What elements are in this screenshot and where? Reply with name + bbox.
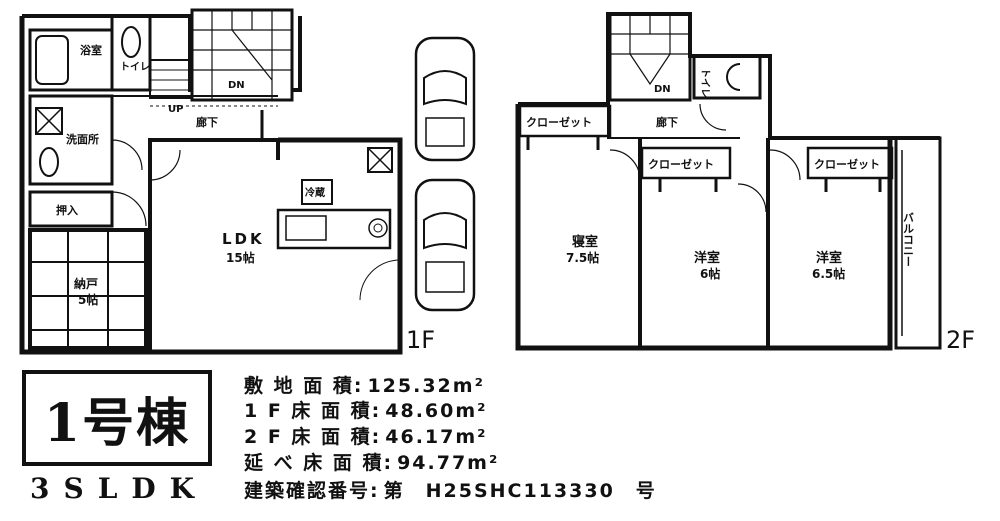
floor2-tag: 2F — [946, 326, 975, 354]
bedroom-size-label: 7.5帖 — [566, 250, 599, 265]
western1-name-label: 洋室 — [694, 250, 720, 266]
spec-label: 2 F 床 面 積: — [244, 426, 382, 448]
spec-value: 46.17m² — [385, 426, 488, 448]
floor2-plan — [515, 12, 942, 351]
bath-label: 浴室 — [80, 43, 102, 57]
toilet-label-1f: トイレ — [120, 61, 150, 73]
spec-value: 94.77m² — [397, 452, 500, 474]
spec-label: 建築確認番号: — [244, 480, 380, 502]
western2-name-label: 洋室 — [816, 250, 842, 266]
floor1-tag: 1F — [406, 326, 435, 354]
storage-name-label: 納戸 — [74, 276, 98, 291]
stair-down-label-2f: DN — [654, 84, 671, 95]
stair-up-label: UP — [168, 104, 183, 115]
hallway-label-2f: 廊下 — [656, 115, 678, 129]
spec-row-permit-number: 建築確認番号:第 H25SHC113330 号 — [244, 476, 657, 503]
stair-down-label-1f: DN — [228, 80, 245, 91]
floor1-plan — [19, 8, 403, 355]
storage-size-label: 5帖 — [78, 292, 98, 307]
spec-row-1f-area: 1 F 床 面 積:48.60m² — [244, 396, 487, 423]
bedroom-name-label: 寝室 — [572, 234, 598, 250]
spec-label: 敷 地 面 積: — [244, 375, 364, 397]
building-number-badge: 1号棟 — [22, 370, 212, 466]
closet-label-1: クローゼット — [526, 115, 592, 129]
closet-label-3: クローゼット — [814, 157, 880, 171]
closet-label-2: クローゼット — [648, 157, 714, 171]
spec-value: 第 H25SHC113330 号 — [383, 480, 657, 502]
balcony-label: バルコニー — [902, 212, 915, 267]
spec-value: 48.60m² — [385, 400, 488, 422]
fridge-label: 冷蔵 — [305, 186, 325, 199]
oshiire-label: 押入 — [56, 203, 78, 217]
ldk-size-label: 15帖 — [226, 250, 255, 265]
washroom-label: 洗面所 — [66, 132, 99, 146]
hallway-label-1f: 廊下 — [196, 115, 218, 129]
parking-car-bottom — [414, 178, 476, 312]
spec-value: 125.32m² — [367, 375, 485, 397]
western1-size-label: 6帖 — [700, 266, 720, 281]
spec-row-site-area: 敷 地 面 積:125.32m² — [244, 371, 485, 398]
building-title: 1号棟 — [43, 392, 191, 454]
spec-row-total-area: 延 べ 床 面 積:94.77m² — [244, 448, 499, 475]
ldk-name-label: LDK — [222, 230, 265, 248]
spec-row-2f-area: 2 F 床 面 積:46.17m² — [244, 422, 487, 449]
spec-label: 1 F 床 面 積: — [244, 400, 382, 422]
parking-car-top — [414, 36, 476, 162]
western2-size-label: 6.5帖 — [812, 266, 845, 281]
floor2-labels: DN トイレ 廊下 クローゼット クローゼット クローゼット 寝室 7.5帖 洋… — [526, 68, 975, 354]
toilet-label-2f: トイレ — [699, 68, 711, 98]
layout-type-label: 3SLDK — [30, 472, 209, 505]
floor1-labels: 浴室 トイレ UP DN 廊下 洗面所 押入 納戸 5帖 LDK 15帖 冷蔵 … — [56, 43, 435, 354]
spec-label: 延 べ 床 面 積: — [244, 452, 394, 474]
